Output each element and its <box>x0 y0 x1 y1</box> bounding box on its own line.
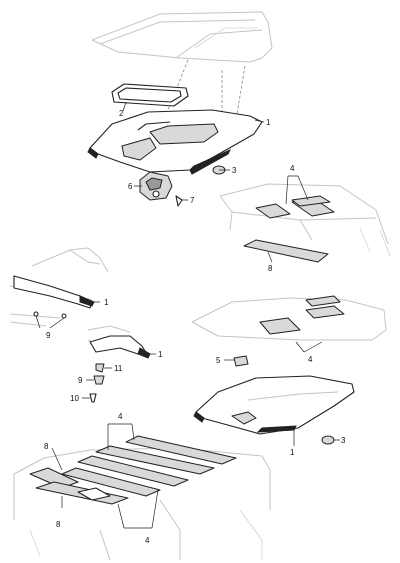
pad-f2 <box>95 445 215 475</box>
callout-5: 5 <box>216 356 221 365</box>
leaders-b <box>285 175 309 205</box>
callout-1-e: 1 <box>290 448 295 457</box>
screw-part-10 <box>89 393 97 403</box>
callout-1: 1 <box>266 118 271 127</box>
callout-3: 3 <box>232 166 237 175</box>
group-d-side-trim: 1 9 1 11 9 10 <box>9 247 163 403</box>
pad-f4 <box>61 467 161 497</box>
leaders-a <box>122 101 265 201</box>
callout-4: 4 <box>290 164 295 173</box>
lamp-part-5 <box>233 355 249 367</box>
callout-10: 10 <box>70 394 79 403</box>
pad-e3 <box>305 295 341 307</box>
group-b-roof-insulation: 4 8 <box>219 164 391 273</box>
pad-b3 <box>291 195 331 207</box>
callout-9-d: 9 <box>46 331 51 340</box>
callout-4-f2: 4 <box>145 536 150 545</box>
callout-6: 6 <box>128 182 133 191</box>
callout-1-d2: 1 <box>158 350 163 359</box>
callout-8-f1: 8 <box>44 442 49 451</box>
callout-3-e: 3 <box>341 436 346 445</box>
callout-9-d2: 9 <box>78 376 83 385</box>
callout-11: 11 <box>114 364 123 373</box>
pad-b1 <box>255 203 291 219</box>
clip-part-9 <box>93 375 105 385</box>
ghost-roof-e <box>191 297 387 341</box>
clip-part-11 <box>95 363 105 373</box>
trim-part-1a <box>13 275 93 309</box>
console-part-6 <box>139 171 173 201</box>
ghost-roof-outline <box>91 11 273 63</box>
callout-1-d1: 1 <box>104 298 109 307</box>
pad-e2 <box>305 305 345 319</box>
ghost-roof-b <box>219 183 389 245</box>
pad-e1 <box>259 317 301 335</box>
screw-part-7 <box>175 195 183 207</box>
headliner-part-1-e <box>195 375 355 435</box>
ghost-roof-line <box>194 27 258 49</box>
pad-part-8 <box>243 239 329 263</box>
callout-4-f1: 4 <box>118 412 123 421</box>
pad-f3 <box>77 455 189 487</box>
clip-part-3-e <box>321 435 335 445</box>
callout-4-e: 4 <box>308 355 313 364</box>
callout-8-f2: 8 <box>56 520 61 529</box>
group-a-headliner-sunroof: 2 1 3 6 7 <box>87 11 273 207</box>
callout-8: 8 <box>268 264 273 273</box>
group-f-roof-panels: 4 8 8 4 <box>13 412 271 561</box>
headliner-part-1 <box>87 109 263 175</box>
callout-2: 2 <box>119 109 124 118</box>
sunroof-seal-part-2 <box>111 83 189 107</box>
group-e-headliner: 4 5 3 1 <box>191 295 387 457</box>
ghost-pillar-d <box>31 247 109 273</box>
ghost-roof-f <box>13 447 271 561</box>
callout-7: 7 <box>190 196 195 205</box>
